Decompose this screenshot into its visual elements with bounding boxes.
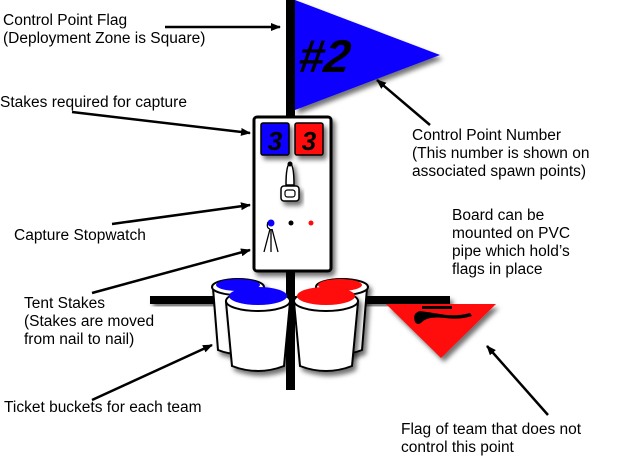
- label-ticket-buckets: Ticket buckets for each team: [4, 399, 202, 416]
- nail-blue: [267, 219, 275, 227]
- stake-counter-red: 3: [294, 122, 324, 156]
- arrow-tent-stakes: [91, 248, 251, 295]
- label-board-mount: Board can be mounted on PVC pipe which h…: [452, 207, 571, 278]
- stopwatch-icon: [280, 161, 300, 202]
- team-flag-emblem-icon: [414, 306, 472, 324]
- label-control-point-flag: Control Point Flag (Deployment Zone is S…: [3, 12, 206, 47]
- control-point-flag: [295, 0, 440, 110]
- team-flag-red: [386, 304, 496, 358]
- label-control-point-number: Control Point Number (This number is sho…: [412, 127, 590, 180]
- arrow-team-flag: [486, 345, 549, 416]
- label-capture-stopwatch: Capture Stopwatch: [14, 227, 146, 244]
- ticket-buckets: [211, 278, 369, 372]
- nail-neutral: [288, 220, 294, 226]
- arrows: [71, 23, 549, 416]
- stake-counter-blue: 3: [260, 122, 290, 156]
- arrow-control-number: [376, 79, 431, 126]
- arrow-stakes-required: [71, 110, 251, 136]
- bucket-blue: [224, 287, 292, 372]
- control-point-number: #2: [295, 30, 354, 82]
- nail-red: [308, 220, 314, 226]
- arrow-stopwatch: [111, 202, 251, 226]
- control-flag-shape: [295, 0, 440, 110]
- label-stakes-required: Stakes required for capture: [0, 94, 187, 111]
- label-non-controlling-flag: Flag of team that does not control this …: [401, 421, 582, 456]
- label-tent-stakes: Tent Stakes (Stakes are moved from nail …: [24, 295, 155, 348]
- stake-count-blue: 3: [268, 126, 283, 156]
- stake-count-red: 3: [302, 126, 317, 156]
- arrow-ticket-buckets: [91, 343, 213, 402]
- tent-stake-icon: [263, 221, 279, 253]
- bucket-red: [292, 287, 360, 372]
